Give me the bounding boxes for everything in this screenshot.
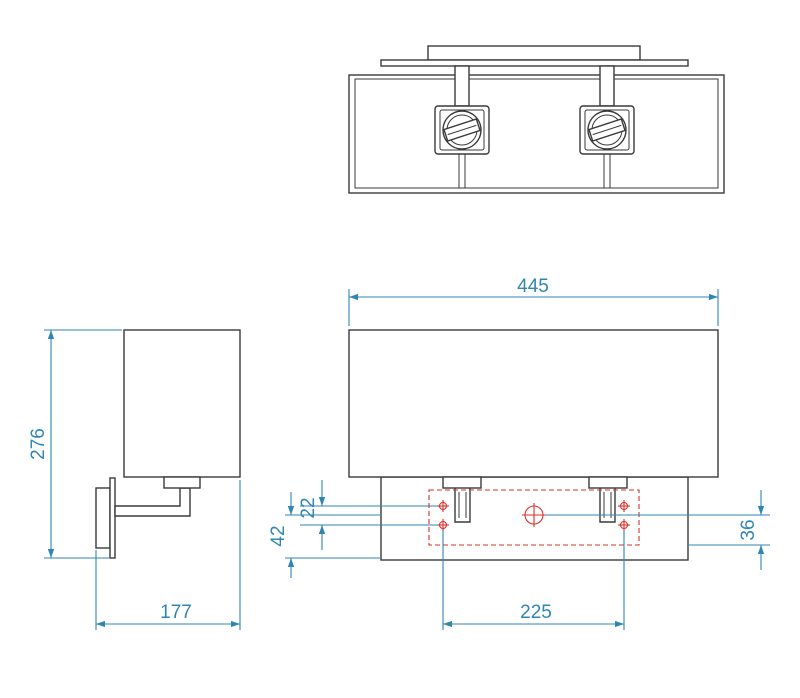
side-view-lampholder — [163, 476, 201, 489]
front-view-lampholder-left — [442, 476, 482, 489]
side-view-arm — [114, 487, 191, 517]
dimensions: 445 276 177 225 22 42 36 — [28, 276, 770, 630]
side-view-wallplate-edge — [109, 477, 116, 559]
fixing-hole-tr — [618, 500, 630, 512]
top-view-backplate — [427, 45, 641, 61]
fixing-hole-br — [618, 519, 630, 531]
front-view — [348, 329, 719, 561]
front-view-shade — [348, 329, 719, 478]
front-view-lampholder-right — [588, 476, 628, 489]
top-view-lampholder-right — [579, 105, 635, 155]
top-view-lampholder-left — [434, 105, 490, 155]
top-view-arm-right — [599, 65, 615, 107]
dim-overall-width: 445 — [517, 276, 549, 297]
fixing-hole-tl — [437, 500, 449, 512]
fixing-hole-bl — [437, 519, 449, 531]
side-view-shade — [123, 329, 241, 478]
dim-plate-offset: 42 — [268, 525, 289, 546]
top-view-arm-left — [454, 65, 470, 107]
fixing-bracket-outline — [428, 489, 640, 546]
dim-fixing-centres: 225 — [520, 602, 552, 623]
dim-centre-offset: 36 — [738, 519, 759, 540]
top-view — [348, 45, 725, 194]
top-view-shade-inner — [354, 78, 719, 189]
dim-overall-height: 276 — [28, 428, 49, 460]
dim-fixing-vertical: 22 — [298, 497, 319, 518]
top-view-wall-line — [380, 59, 689, 67]
side-view-wallplate — [95, 487, 111, 549]
side-view — [95, 329, 241, 559]
top-view-shade-outer — [348, 74, 725, 194]
cable-entry-centre — [522, 503, 546, 527]
dim-projection: 177 — [160, 602, 192, 623]
